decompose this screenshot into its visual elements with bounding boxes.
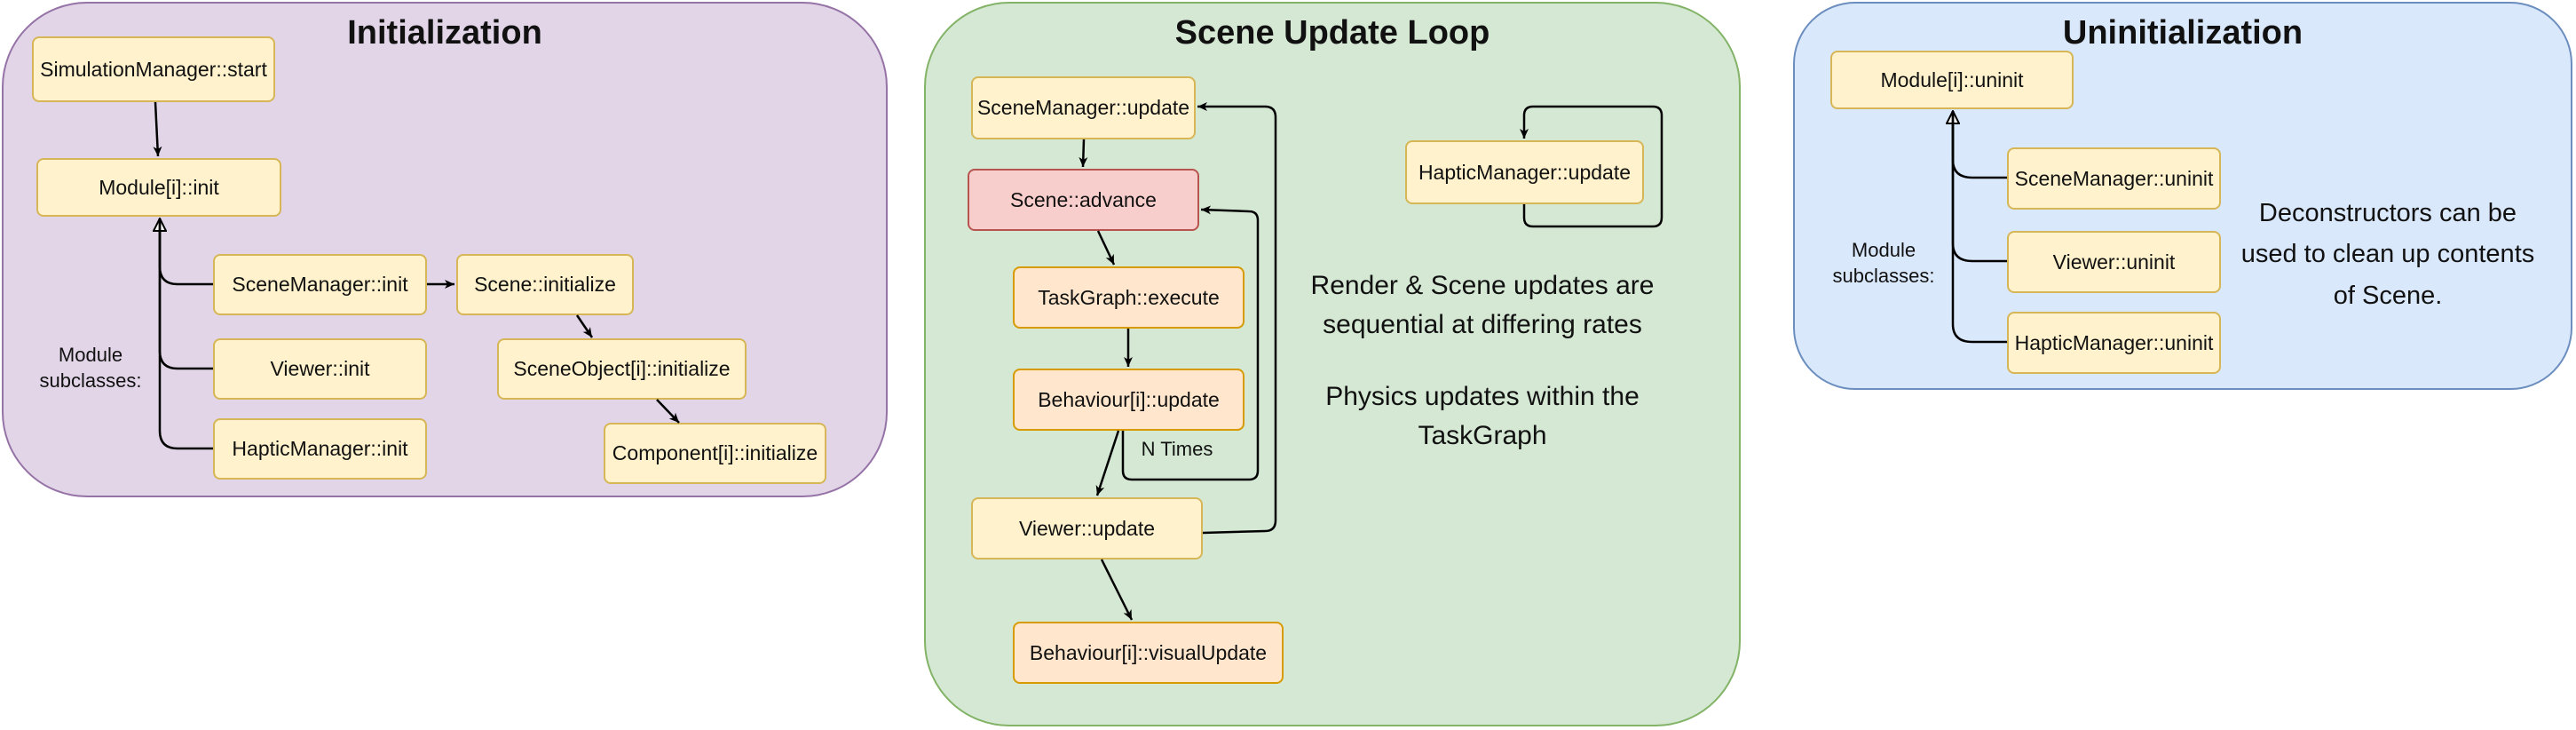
node-scene-manager-update[interactable]: SceneManager::update [971,76,1196,139]
scene-update-loop-panel: Scene Update Loop [924,2,1741,726]
uninitialization-title: Uninitialization [2062,14,2303,52]
node-label: TaskGraph::execute [1038,285,1220,309]
node-scene-manager-init[interactable]: SceneManager::init [213,254,427,315]
initialization-title: Initialization [347,14,542,52]
node-viewer-uninit[interactable]: Viewer::uninit [2007,231,2221,293]
node-label: Component[i]::initialize [612,441,818,464]
node-module-uninit[interactable]: Module[i]::uninit [1830,51,2074,109]
node-label: SceneManager::uninit [2014,166,2214,190]
node-scene-manager-uninit[interactable]: SceneManager::uninit [2007,147,2221,210]
node-label: HapticManager::uninit [2014,330,2214,354]
n-times-label: N Times [1141,438,1213,460]
node-label: Module[i]::init [99,175,219,199]
node-behaviour-visual-update[interactable]: Behaviour[i]::visualUpdate [1013,622,1284,684]
node-label: Behaviour[i]::visualUpdate [1029,640,1268,664]
node-viewer-init[interactable]: Viewer::init [213,338,427,400]
node-simulation-manager-start[interactable]: SimulationManager::start [32,36,275,102]
node-viewer-update[interactable]: Viewer::update [971,497,1203,559]
node-label: SceneManager::init [232,273,408,296]
node-module-init[interactable]: Module[i]::init [36,158,281,217]
node-label: SceneObject[i]::initialize [513,357,731,380]
node-scene-advance[interactable]: Scene::advance [968,169,1199,231]
node-taskgraph-execute[interactable]: TaskGraph::execute [1013,266,1245,329]
node-label: Viewer::init [270,357,370,380]
node-scene-initialize[interactable]: Scene::initialize [456,254,634,315]
node-label: SimulationManager::start [40,57,267,81]
node-label: HapticManager::update [1418,160,1632,184]
node-component-initialize[interactable]: Component[i]::initialize [604,423,826,484]
node-label: Module[i]::uninit [1880,67,2024,91]
node-label: SceneManager::update [976,96,1190,119]
node-haptic-manager-update[interactable]: HapticManager::update [1405,140,1644,204]
node-label: Viewer::update [1018,516,1155,540]
node-label: Scene::advance [1010,187,1157,211]
node-sceneobject-initialize[interactable]: SceneObject[i]::initialize [497,338,747,400]
node-label: Behaviour[i]::update [1038,387,1220,411]
node-label: Scene::initialize [474,273,616,296]
node-label: Viewer::uninit [2052,250,2176,274]
node-label: HapticManager::init [232,437,408,460]
scene-update-loop-title: Scene Update Loop [1174,14,1490,52]
node-haptic-manager-init[interactable]: HapticManager::init [213,418,427,480]
node-haptic-manager-uninit[interactable]: HapticManager::uninit [2007,312,2221,374]
node-behaviour-update[interactable]: Behaviour[i]::update [1013,369,1245,431]
